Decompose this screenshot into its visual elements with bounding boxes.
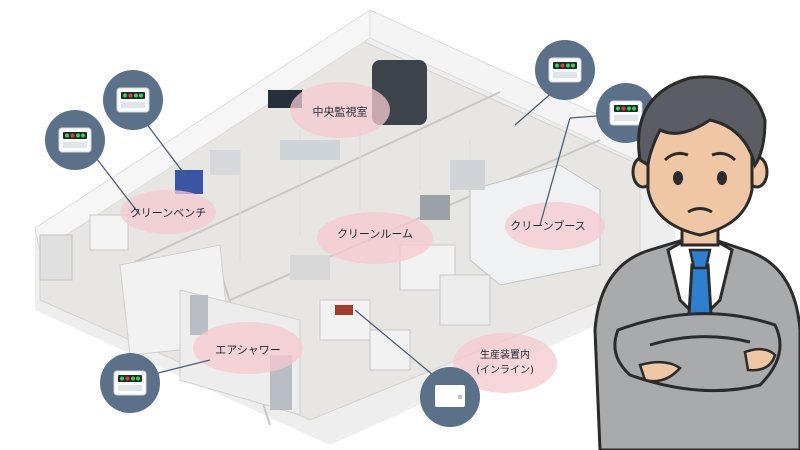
production-line-zone	[453, 333, 557, 393]
zone-highlights	[120, 82, 605, 393]
particle-counter-icon	[609, 100, 643, 126]
particle-counter-icon	[113, 370, 147, 396]
clean-room-zone	[317, 212, 433, 264]
clean-booth-zone	[505, 202, 605, 250]
callout-counter-2	[45, 110, 105, 170]
callout-counter-5	[100, 353, 160, 413]
particle-counter-icon	[548, 57, 582, 83]
clean-room-label: クリーンルーム	[336, 227, 414, 241]
callout-sensor	[420, 367, 480, 427]
particle-counter-icon	[58, 127, 92, 153]
particle-counter-icon	[116, 87, 150, 113]
callout-counter-1	[103, 70, 163, 130]
central-monitoring-zone	[290, 82, 390, 138]
clean-bench-zone	[120, 190, 216, 234]
production-line-label: 生産装置内	[480, 350, 530, 361]
clean-booth-label: クリーンブース	[510, 219, 586, 233]
callout-counter-3	[535, 40, 595, 100]
air-shower-zone	[193, 322, 303, 374]
worried-businessman-icon	[593, 75, 800, 450]
wireless-sensor-icon	[435, 385, 465, 407]
central-monitoring-label: 中央監視室	[312, 105, 368, 119]
air-shower-label: エアシャワー	[215, 343, 281, 357]
clean-bench-label: クリーンベンチ	[129, 206, 207, 220]
production-line-sublabel: (インライン)	[476, 365, 534, 376]
